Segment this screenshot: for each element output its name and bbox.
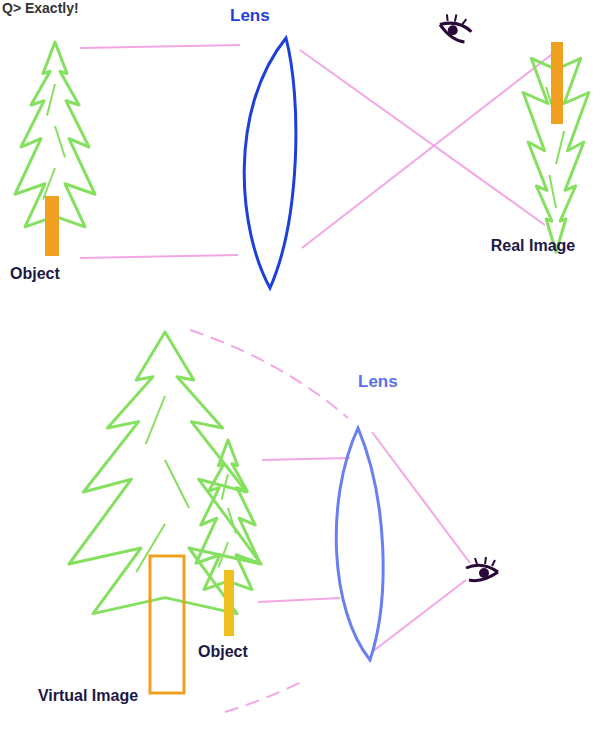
- real-image-tree: [523, 42, 589, 252]
- object-tree: [15, 42, 95, 256]
- caption-fragment: Q> Exactly!: [2, 0, 142, 17]
- object-label: Object: [198, 642, 288, 661]
- virtual-image-tree: [69, 332, 261, 693]
- object-label: Object: [10, 264, 100, 283]
- lens-label: Lens: [358, 372, 418, 392]
- virtual-image-rays: [190, 330, 470, 712]
- convex-lens: [336, 428, 383, 660]
- real-image-rays: [80, 45, 560, 258]
- lens-label: Lens: [230, 6, 290, 26]
- object-tree: [196, 440, 260, 636]
- image-label: Real Image: [478, 236, 588, 255]
- convex-lens: [244, 38, 296, 288]
- eye-symbol: [437, 10, 475, 43]
- image-label: Virtual Image: [36, 686, 140, 705]
- eye-symbol: [466, 557, 498, 581]
